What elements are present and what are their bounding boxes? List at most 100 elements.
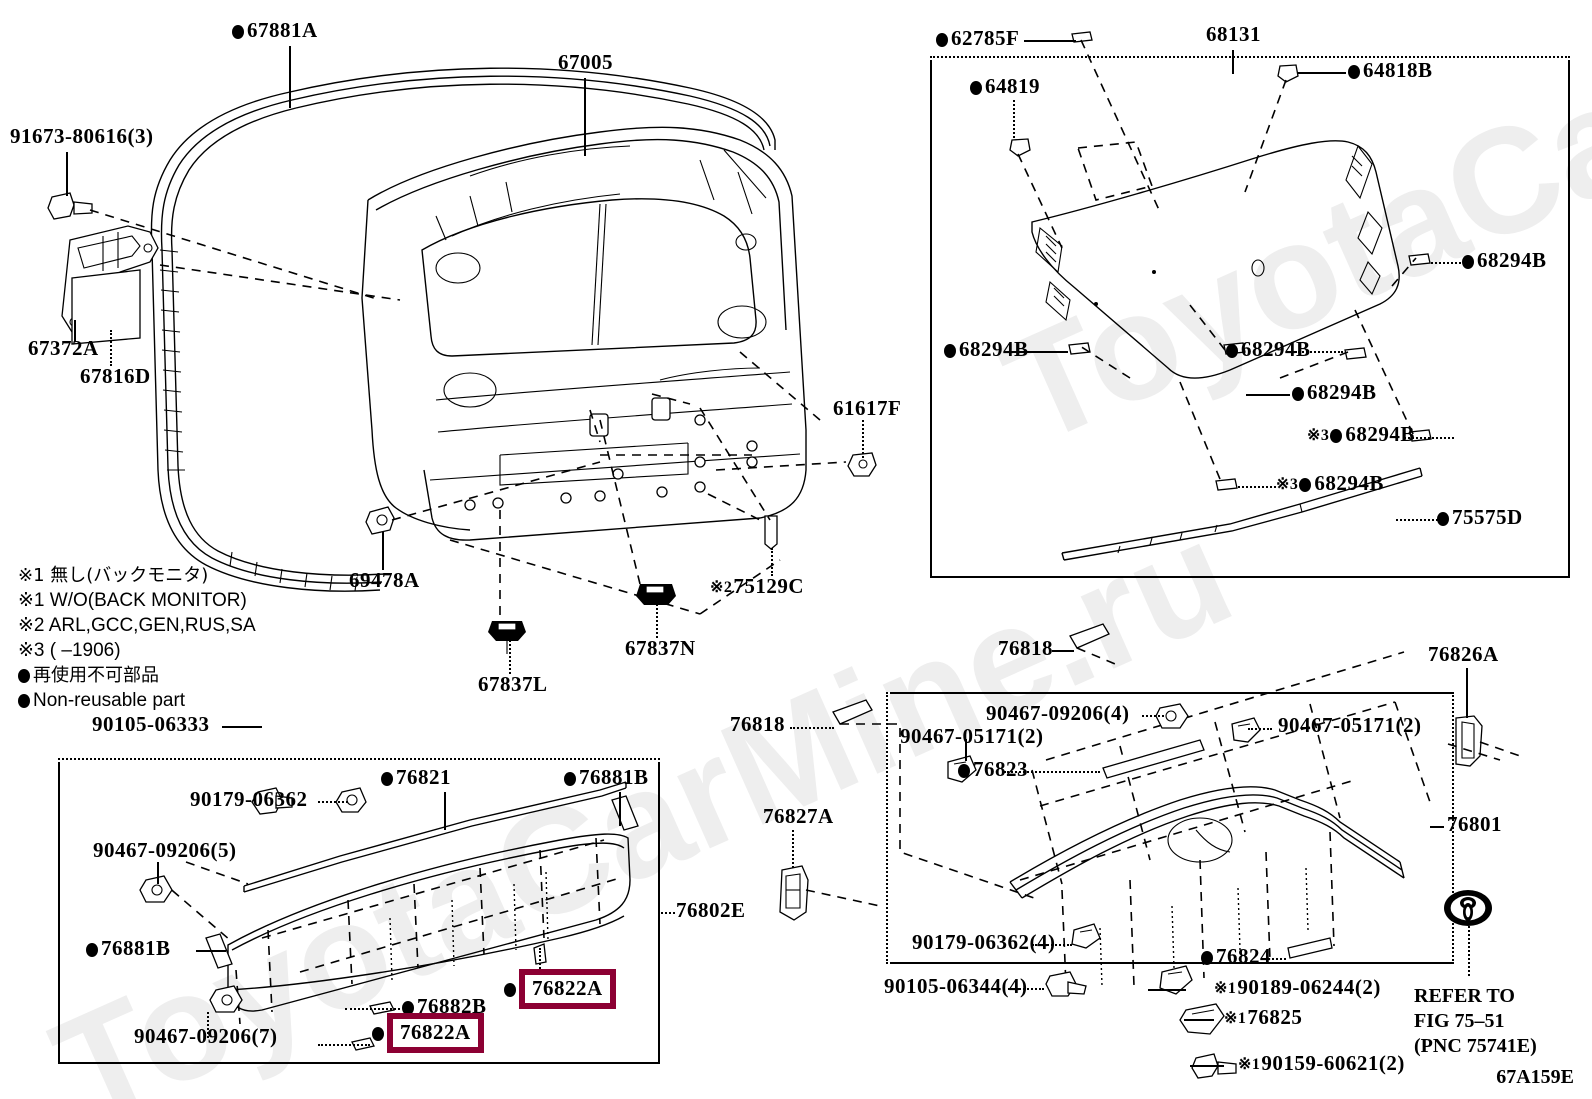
part-label-90467-09206-7[interactable]: 90467-09206(7) [134,1024,278,1048]
leader-76882B [345,1008,400,1010]
leader-67005 [584,78,586,156]
nonreusable-dot-icon [1299,478,1312,492]
clip-67837L [488,621,526,654]
part-label-90467-05171-2b[interactable]: 90467-05171(2) [1278,713,1422,737]
nonreusable-dot-icon [372,1027,384,1041]
spoiler-panel-box-dotted-left [886,692,890,964]
leader-67837L [509,640,511,674]
leader-76801 [1430,826,1444,828]
note-mark-2: ※2 [710,579,733,596]
part-label-68131[interactable]: 68131 [1206,22,1261,46]
nonreusable-dot-icon [86,943,98,957]
part-label-76827A[interactable]: 76827A [763,804,834,828]
part-label-64819[interactable]: 64819 [970,76,1040,97]
nonreusable-dot-icon [958,764,970,778]
hinge-bracket-67372A [61,225,159,333]
part-label-76821[interactable]: 76821 [381,767,451,788]
part-label-76818-top[interactable]: 76818 [998,636,1053,660]
note-mark-3: ※3 [1307,427,1330,444]
legend-nonreusable-jp: 再使用不可部品 [18,663,256,688]
legend-line-2: ※1 W/O(BACK MONITOR) [18,590,247,611]
part-label-67005[interactable]: 67005 [558,50,613,74]
part-label-90179-06362-4[interactable]: 90179-06362(4) [912,930,1056,954]
leader-75575D [1396,519,1438,521]
nonreusable-dot-icon [1330,429,1343,443]
part-label-64818B[interactable]: 64818B [1348,60,1433,81]
part-label-76881B-top[interactable]: 76881B [564,767,649,788]
part-label-76881B-left[interactable]: 76881B [86,938,171,959]
part-label-75575D[interactable]: 75575D [1437,507,1523,528]
part-label-76824[interactable]: 76824 [1201,946,1271,967]
part-label-68294B-4[interactable]: 68294B [1292,382,1377,403]
leader-90467-09206-4 [1142,715,1164,717]
leader-91673 [66,152,68,196]
clip-75129C [764,515,778,550]
part-label-62785F[interactable]: 62785F [936,28,1019,49]
part-label-67372A[interactable]: 67372A [28,336,99,360]
part-label-67837N[interactable]: 67837N [625,636,696,660]
part-label-68294B-1[interactable]: 68294B [1462,250,1547,271]
garnish-panel-box-dotted-edge [58,758,660,762]
part-label-76818-left[interactable]: 76818 [730,712,785,736]
leader-76818-left [790,727,834,729]
part-label-76802E[interactable]: 76802E [676,898,746,922]
part-label-76822A-right[interactable]: 76822A [504,969,616,1009]
part-label-90467-05171-2a[interactable]: 90467-05171(2) [900,724,1044,748]
nonreusable-dot-icon [944,344,956,358]
part-label-90105-06333[interactable]: 90105-06333 [92,712,210,736]
part-label-76826A[interactable]: 76826A [1428,642,1499,666]
part-label-68294B-3[interactable]: 68294B [1226,339,1311,360]
weatherstrip-67881A [150,67,776,592]
part-label-76825[interactable]: ※176825 [1224,1005,1303,1029]
leader-67816D [110,330,112,366]
leader-64818B [1298,72,1346,74]
part-label-90467-09206-4[interactable]: 90467-09206(4) [986,701,1130,725]
part-label-67881A[interactable]: 67881A [232,20,318,41]
legend-line-1: ※1 無し(バックモニタ) [18,565,209,586]
legend-line-3: ※2 ARL,GCC,GEN,RUS,SA [18,615,256,636]
part-label-69478A[interactable]: 69478A [349,568,420,592]
leader-76825 [1184,1019,1214,1021]
leader-67881A [289,46,291,108]
leader-76821 [444,792,446,830]
spoiler-panel-box-dotted-right [1452,692,1456,964]
refer-to-note[interactable]: REFER TO FIG 75–51 (PNC 75741E) [1414,985,1537,1057]
part-label-67837L[interactable]: 67837L [478,672,548,696]
leader-64819 [1013,100,1015,138]
part-label-90105-06344-4[interactable]: 90105-06344(4) [884,974,1028,998]
back-door-panel-67005 [361,126,807,541]
bracket-76827A [779,865,809,921]
leader-90467-09206-7 [207,1012,209,1038]
nonreusable-dot-icon [1437,512,1449,526]
part-label-67816D[interactable]: 67816D [80,364,151,388]
note-mark-1: ※1 [1214,980,1237,997]
garnish-panel-box [58,758,660,1064]
leader-67837N [656,604,658,638]
grommet-69478A [365,506,395,535]
leader-68294B-6 [1238,486,1276,488]
part-label-90159-60621-2[interactable]: ※190159-60621(2) [1238,1051,1405,1075]
leader-68294B-4 [1246,394,1290,396]
part-label-76823[interactable]: 76823 [958,759,1028,780]
part-label-75129C[interactable]: ※275129C [710,574,805,598]
leader-69478A [382,532,384,570]
part-label-90179-06362[interactable]: 90179-06362 [190,787,308,811]
leader-61617F [862,420,864,458]
nonreusable-dot-icon [1462,255,1474,269]
leader-76818-top [1052,650,1074,652]
part-label-90467-09206-5[interactable]: 90467-09206(5) [93,838,237,862]
leader-62785F [1024,40,1076,42]
part-label-68294B-2[interactable]: 68294B [944,339,1029,360]
part-label-90189-06244-2[interactable]: ※190189-06244(2) [1214,975,1381,999]
legend-nonreusable-en: Non-reusable part [18,688,256,713]
nonreusable-dot-icon [232,25,244,39]
main-dashed-leaders [89,209,847,620]
leader-90179-06362-4 [1032,944,1072,946]
plate-67816D [71,269,141,345]
part-label-76801[interactable]: 76801 [1447,812,1502,836]
part-label-61617F[interactable]: 61617F [833,396,902,420]
part-label-76822A-bot[interactable]: 76822A [372,1013,484,1053]
part-label-91673-80616[interactable]: 91673-80616(3) [10,124,154,148]
